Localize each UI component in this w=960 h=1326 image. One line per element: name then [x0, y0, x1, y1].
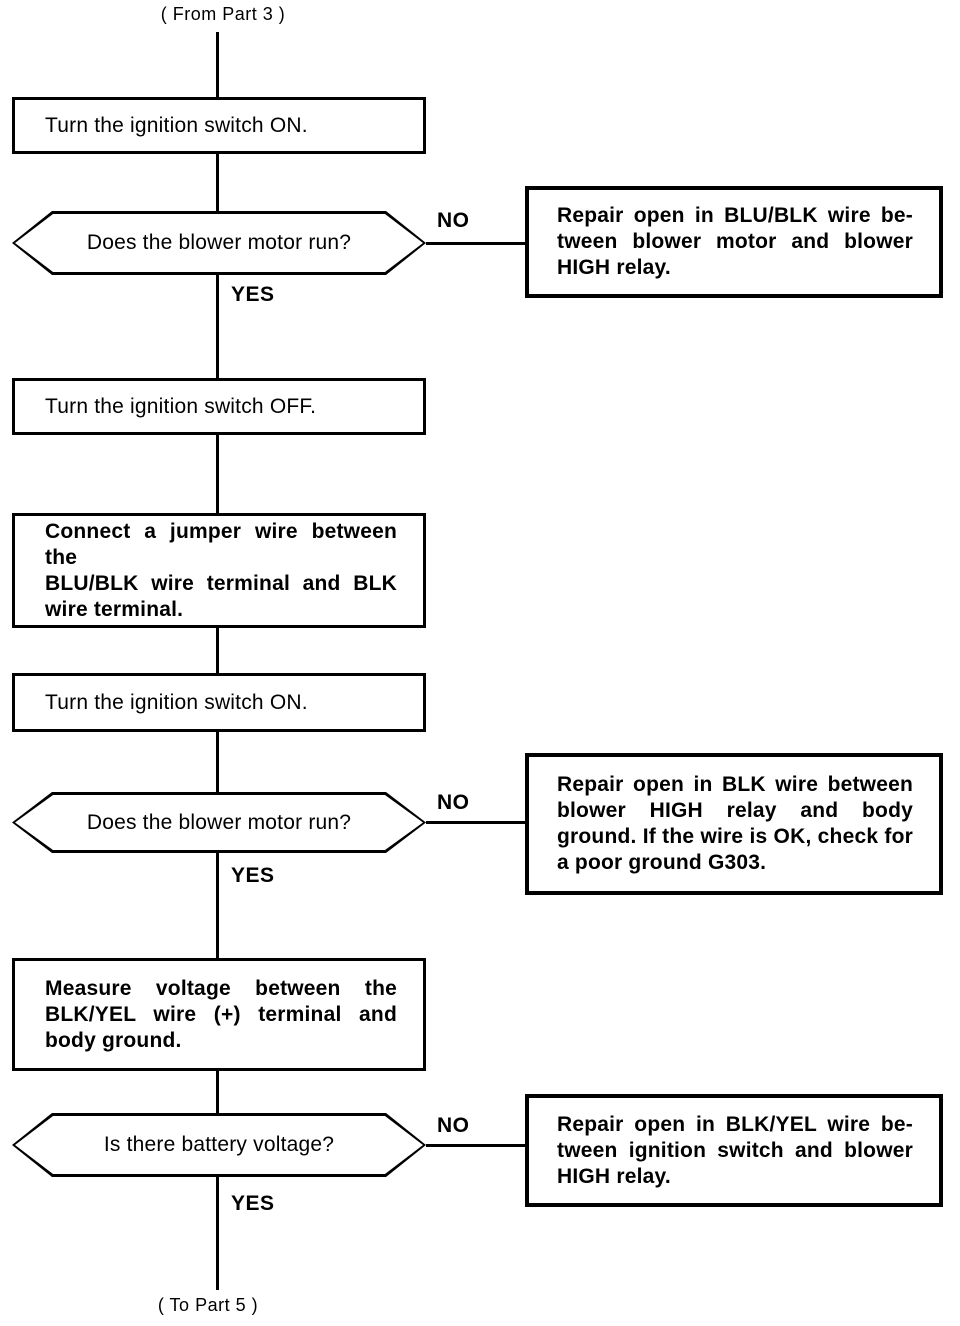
step-text-line: BLU/BLK wire terminal and BLK: [45, 571, 397, 595]
exit-label-to-part-5: ( To Part 5 ): [157, 1295, 259, 1315]
entry-label-from-part-3: ( From Part 3 ): [160, 4, 286, 24]
flow-line: [216, 1070, 219, 1113]
step-text: Turn the ignition switch ON.: [45, 113, 308, 137]
flow-line: [216, 1176, 219, 1290]
repair-box-blk-yel-wire: Repair open in BLK/YEL wire be- tween ig…: [525, 1094, 943, 1207]
decision-text: Does the blower motor run?: [86, 231, 352, 254]
repair-text-line: Repair open in BLK wire between: [557, 773, 913, 796]
flow-line: [216, 275, 219, 378]
step-box-measure-voltage: Measure voltage between the BLK/YEL wire…: [12, 958, 426, 1071]
flow-line: [216, 153, 219, 211]
hexagon-shape-inner: [15, 795, 423, 850]
repair-text-line: Repair open in BLK/YEL wire be-: [557, 1112, 913, 1136]
yes-label-2: YES: [231, 864, 275, 887]
decision-battery-voltage: Is there battery voltage?: [12, 1113, 426, 1177]
repair-text-line: HIGH relay.: [557, 256, 671, 279]
yes-label-3: YES: [231, 1192, 275, 1215]
step-text-line: Connect a jumper wire between the: [45, 519, 397, 569]
decision-text: Is there battery voltage?: [103, 1133, 335, 1156]
step-text: Turn the ignition switch ON.: [45, 690, 308, 714]
no-label-1: NO: [437, 209, 470, 232]
decision-blower-motor-run-2: Does the blower motor run?: [12, 792, 426, 853]
yes-label-1: YES: [231, 283, 275, 306]
step-box-ignition-switch-off: Turn the ignition switch OFF.: [12, 378, 426, 435]
repair-text-line: ground. If the wire is OK, check for: [557, 825, 913, 848]
step-box-ignition-switch-on-1: Turn the ignition switch ON.: [12, 97, 426, 154]
no-label-2: NO: [437, 791, 470, 814]
repair-text-line: tween blower motor and blower: [557, 230, 913, 253]
repair-text-line: tween ignition switch and blower: [557, 1138, 913, 1162]
step-text-line: Measure voltage between the: [45, 976, 397, 1000]
no-branch-line: [426, 821, 525, 824]
step-text-line: wire terminal.: [45, 597, 184, 621]
repair-box-blk-wire-ground: Repair open in BLK wire between blower H…: [525, 753, 943, 895]
repair-text-line: Repair open in BLU/BLK wire be-: [557, 204, 913, 227]
no-label-3: NO: [437, 1114, 470, 1137]
flow-line: [216, 732, 219, 792]
flow-line: [216, 627, 219, 673]
decision-text: Does the blower motor run?: [86, 810, 352, 834]
step-box-ignition-switch-on-2: Turn the ignition switch ON.: [12, 673, 426, 732]
step-box-connect-jumper-wire: Connect a jumper wire between the BLU/BL…: [12, 513, 426, 628]
repair-box-blu-blk-wire: Repair open in BLU/BLK wire be- tween bl…: [525, 186, 943, 298]
repair-text-line: blower HIGH relay and body: [557, 799, 913, 822]
step-text: Turn the ignition switch OFF.: [45, 394, 317, 418]
flow-line: [216, 435, 219, 513]
flow-line: [216, 852, 219, 958]
decision-blower-motor-run-1: Does the blower motor run?: [12, 211, 426, 275]
step-text-line: body ground.: [45, 1028, 182, 1052]
no-branch-line: [426, 242, 525, 245]
repair-text-line: HIGH relay.: [557, 1164, 671, 1188]
hexagon-shape-inner: [15, 1116, 423, 1174]
repair-text-line: a poor ground G303.: [557, 851, 767, 874]
hexagon-shape-inner: [15, 214, 423, 272]
no-branch-line: [426, 1144, 525, 1147]
flow-line: [216, 32, 219, 97]
step-text-line: BLK/YEL wire (+) terminal and: [45, 1002, 397, 1026]
